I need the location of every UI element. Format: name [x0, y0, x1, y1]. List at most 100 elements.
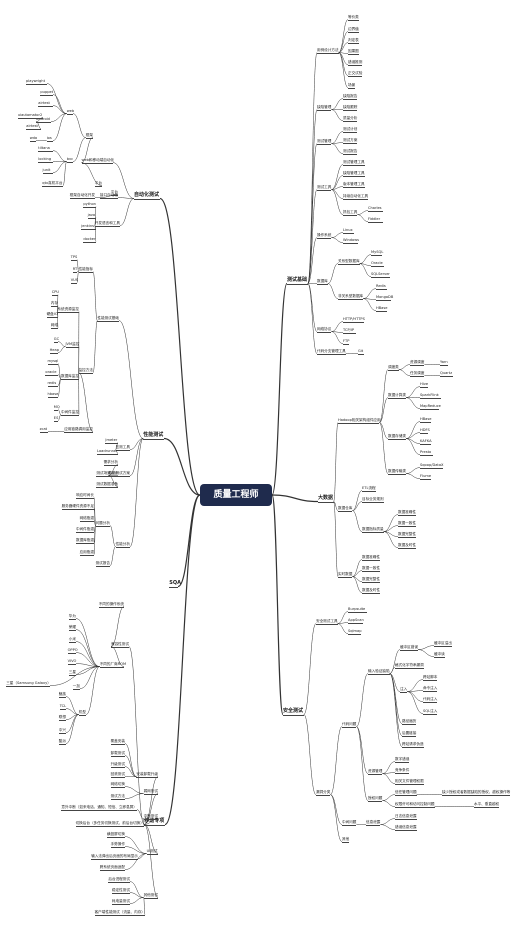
node-t6a[interactable]: 关系型数据库	[338, 259, 360, 263]
node-t4b[interactable]: 缺陷管理工具	[343, 171, 365, 175]
node-l2[interactable]: 性能测试	[143, 432, 164, 438]
node-m2a[interactable]: 覆盖安装	[110, 739, 125, 743]
node-p1b4[interactable]: 中间件监控	[61, 410, 79, 414]
node-s2a1e[interactable]: 后置链接	[402, 731, 417, 735]
node-b1d1[interactable]: Sqoop/DataX	[420, 463, 444, 467]
node-a1a1[interactable]: web	[66, 109, 75, 113]
node-t2b[interactable]: 缺陷跟踪	[343, 105, 358, 109]
node-b2b[interactable]: 目标业务规则	[362, 497, 384, 501]
node-a1a1c[interactable]: airtest	[38, 101, 50, 105]
node-p1b2a[interactable]: GC	[53, 337, 60, 341]
node-b2[interactable]: 数据仓库	[338, 506, 353, 510]
node-p4a5[interactable]: 数据库瓶颈	[76, 538, 94, 542]
node-p1b4a[interactable]: MQ	[53, 405, 60, 409]
node-s2e[interactable]: 其他	[342, 837, 350, 841]
node-p1b5a[interactable]: zcat	[39, 427, 48, 431]
node-a1a2a[interactable]: tiltana	[38, 146, 50, 150]
node-b2c1[interactable]: 数据准确性	[398, 510, 416, 514]
node-t4e2[interactable]: Fiddler	[368, 217, 381, 221]
node-p1a2[interactable]: RT	[72, 267, 78, 271]
node-a2[interactable]: 接口自动化	[100, 193, 118, 197]
node-b1c1[interactable]: HBase	[420, 417, 432, 421]
node-m1a[interactable]: 不同的操作系统	[98, 602, 124, 606]
node-p1a3[interactable]: VUS	[70, 278, 79, 282]
node-s1c[interactable]: Sqlmap	[348, 629, 362, 633]
node-a2a[interactable]: 平台	[110, 190, 118, 194]
node-m1c[interactable]: 三星（Samsung Galaxy）	[6, 681, 51, 685]
root-node[interactable]: 质量工程师	[200, 484, 272, 506]
node-m4a[interactable]: 意外中断（如来电话、通知、短信、立即息屏）	[61, 805, 137, 809]
node-t3[interactable]: 测试管理	[317, 139, 332, 143]
node-m6d[interactable]: 客户端性能测试（流量、内存）	[94, 910, 145, 914]
node-p1b2b[interactable]: Heap	[49, 348, 59, 352]
node-t4c[interactable]: 版本管理工具	[343, 182, 365, 186]
node-p1b1a[interactable]: CPU	[51, 290, 59, 294]
node-m3a[interactable]: 网络切换	[110, 782, 125, 786]
node-a3a[interactable]: python	[83, 202, 96, 206]
node-b3a[interactable]: 数据准确性	[362, 555, 380, 559]
node-a3c[interactable]: jenkins	[81, 224, 95, 228]
node-a1a2d[interactable]: qtx真机平台	[42, 181, 63, 185]
node-m4[interactable]: 中断测试	[143, 814, 158, 818]
node-r3[interactable]: 安全测试	[283, 708, 304, 714]
node-a1a1d1[interactable]: uiautomator2	[17, 113, 43, 117]
node-m1[interactable]: 兼容性测试	[111, 642, 129, 646]
node-a3b[interactable]: java	[87, 213, 96, 217]
node-m5b[interactable]: 手势操作	[110, 842, 125, 846]
node-t3b[interactable]: 测试方案	[343, 138, 358, 142]
node-a1a1e[interactable]: ios	[46, 136, 52, 140]
node-b2c4[interactable]: 数据及时性	[398, 543, 416, 547]
node-s2b2[interactable]: 竞争条件	[395, 768, 410, 772]
node-m5d[interactable]: 跨系统页面适配	[99, 865, 125, 869]
node-p1b1d[interactable]: 网络	[50, 323, 58, 327]
node-b3[interactable]: 实时数据	[338, 572, 353, 576]
node-b1a2x[interactable]: Quartz	[440, 371, 453, 375]
node-b1c4[interactable]: Presto	[420, 450, 432, 454]
node-s2a1a[interactable]: 缓冲区错误	[400, 645, 418, 649]
node-s2a1c4[interactable]: SQL注入	[423, 709, 438, 713]
node-m4b[interactable]: 切换后台（多任务切换测试、前后台切换）	[75, 821, 144, 825]
node-t4[interactable]: 测试工具	[317, 185, 332, 189]
node-t4a[interactable]: 测试管理工具	[343, 160, 365, 164]
node-p1b[interactable]: 监控方法	[78, 368, 93, 372]
node-s2b3[interactable]: 相关文件管理权限	[395, 779, 424, 783]
node-t6b[interactable]: 非关系型数据库	[338, 294, 364, 298]
node-b2a[interactable]: ETL流程	[362, 486, 376, 490]
node-b1d[interactable]: 数据传输类	[388, 469, 406, 473]
node-t1a[interactable]: 等价类	[348, 15, 359, 19]
node-p1b2[interactable]: JVM监控	[65, 342, 80, 346]
node-s2b1[interactable]: 数字错误	[395, 757, 410, 761]
node-l3[interactable]: SQA	[169, 580, 182, 586]
node-m1b6[interactable]: 三星	[68, 670, 76, 674]
node-a1[interactable]: web和移动端自动化	[81, 158, 115, 162]
node-a1a1b[interactable]: puppet	[40, 90, 54, 94]
node-r2[interactable]: 大数据	[318, 495, 334, 501]
node-t6a1[interactable]: MySQL	[371, 250, 384, 254]
node-m1b9[interactable]: TCL	[59, 704, 67, 708]
node-m1b5[interactable]: VIVO	[67, 659, 77, 663]
node-m6[interactable]: 其他测试	[143, 893, 158, 897]
node-s1a[interactable]: Burpsuite	[348, 607, 366, 611]
node-p1b3c[interactable]: redis	[47, 381, 57, 385]
node-p1b1[interactable]: 系统资源监控	[57, 307, 79, 311]
node-m3b[interactable]: 测试方法	[110, 794, 125, 798]
node-b1c2[interactable]: HDFS	[420, 428, 430, 432]
node-t2a[interactable]: 缺陷报告	[343, 94, 358, 98]
node-a2b[interactable]: 框架自动化开发	[69, 193, 95, 197]
node-b1d2[interactable]: Flume	[420, 474, 432, 478]
node-t4e[interactable]: 抓包工具	[343, 210, 358, 214]
node-m1b3[interactable]: 小米	[68, 637, 76, 641]
node-t2[interactable]: 缺陷管理	[317, 105, 332, 109]
node-p1b3a[interactable]: mysql	[47, 359, 59, 363]
node-s2a1c3[interactable]: 代码注入	[423, 697, 438, 701]
node-p4a[interactable]: 问题分析	[95, 521, 110, 525]
node-s2a1c1[interactable]: 跨站脚本	[423, 675, 438, 679]
node-s2c1[interactable]: 信任管理问题	[395, 790, 417, 794]
node-t7a[interactable]: HTTP/HTTPS	[343, 317, 365, 321]
node-b1b2[interactable]: SparkFlink	[420, 393, 439, 397]
node-s1[interactable]: 安全测试工具	[316, 619, 338, 623]
node-t6b3[interactable]: HBase	[376, 306, 388, 310]
node-b1a2[interactable]: 任务调度	[410, 371, 425, 375]
node-t5b[interactable]: Windows	[343, 238, 360, 242]
node-m1b1[interactable]: 华为	[68, 614, 76, 618]
